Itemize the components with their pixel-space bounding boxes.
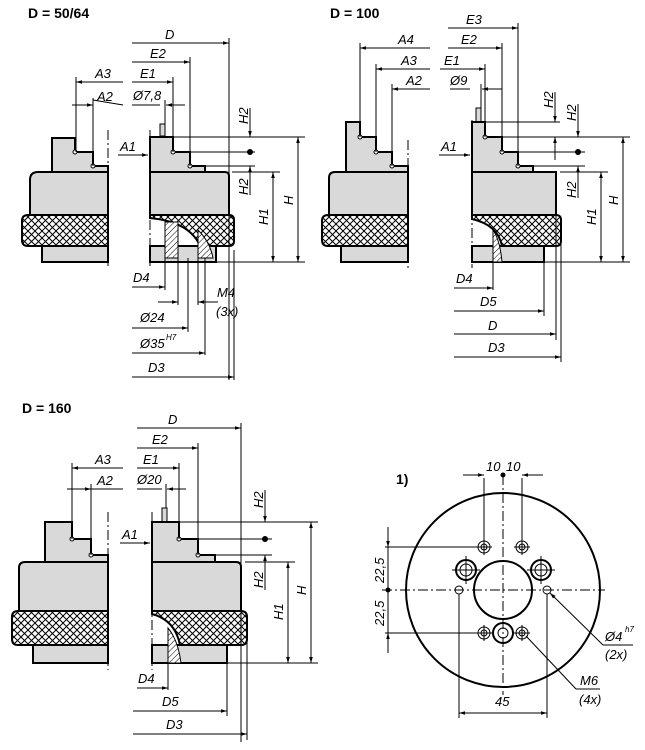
label-d35-tolerance: H7: [166, 333, 177, 342]
label-M4-count: (3x): [216, 304, 238, 319]
label-d35: Ø35: [139, 336, 165, 351]
label-10-right: 10: [506, 459, 521, 474]
view-d100: D = 100 E3: [321, 5, 630, 362]
label-E3: E3: [466, 12, 483, 27]
view-title-d50: D = 50/64: [28, 5, 89, 21]
detail-view: 1) 10 10: [372, 459, 634, 718]
label-E2: E2: [461, 32, 478, 47]
label-pin-hole: Ø4: [604, 629, 622, 644]
label-D4: D4: [138, 671, 155, 686]
label-H1: H1: [271, 603, 286, 620]
label-thread-count: (4x): [579, 692, 601, 707]
label-H2-b: H2: [564, 104, 579, 121]
label-10-left: 10: [486, 459, 501, 474]
label-D5: D5: [162, 694, 179, 709]
label-22-5-top: 22,5: [372, 557, 387, 584]
label-E1: E1: [444, 53, 460, 68]
label-A1: A1: [119, 139, 136, 154]
label-D4: D4: [456, 271, 473, 286]
label-H: H: [606, 195, 621, 205]
label-pin-hole-count: (2x): [605, 647, 627, 662]
right-section-d50: [149, 123, 235, 268]
label-D3: D3: [488, 340, 505, 355]
detail-dims: 10 10 22,5 22,5 45 Ø4 h7 (2x) M6 (4x): [372, 459, 634, 718]
label-pin-dia: Ø9: [449, 73, 467, 88]
label-D4: D4: [133, 270, 150, 285]
dims-top-d100: E3 A4 E2 A3 E1 A2 Ø9 A1: [359, 12, 519, 166]
label-E2: E2: [150, 46, 167, 61]
label-thread: M6: [580, 673, 599, 688]
detail-title: 1): [396, 471, 408, 487]
label-A1: A1: [440, 139, 457, 154]
label-d24: Ø24: [139, 310, 165, 325]
label-H1: H1: [256, 208, 271, 225]
label-H2-bottom: H2: [236, 178, 251, 195]
view-title-d100: D = 100: [330, 5, 380, 21]
dims-height-d160: H2 H2 H1 H: [152, 490, 318, 664]
label-D: D: [168, 412, 177, 427]
label-D: D: [165, 27, 174, 42]
label-H: H: [281, 195, 296, 205]
label-H2-top: H2: [251, 491, 266, 508]
label-D5: D5: [480, 294, 497, 309]
label-A2: A2: [405, 73, 423, 88]
label-H2-a: H2: [541, 91, 556, 108]
label-H: H: [294, 585, 309, 595]
label-pin-dia: Ø20: [136, 472, 162, 487]
label-22-5-bottom: 22,5: [372, 600, 387, 627]
label-E1: E1: [140, 66, 156, 81]
label-E1: E1: [143, 452, 159, 467]
dims-height-d100: H2 H2 H2 H1 H: [472, 91, 630, 263]
label-pin-hole-tol: h7: [625, 625, 634, 634]
label-E2: E2: [152, 432, 169, 447]
label-45: 45: [495, 694, 510, 709]
label-A1: A1: [121, 527, 138, 542]
dims-height-d50: H2 H2 H1 H: [150, 107, 305, 263]
label-A3: A3: [400, 53, 418, 68]
left-profile-d160: [11, 512, 109, 670]
label-pin-dia: Ø7,8: [132, 88, 162, 103]
label-A3: A3: [94, 66, 112, 81]
label-A2: A2: [96, 473, 114, 488]
right-section-d160: [151, 507, 248, 670]
label-H2-c: H2: [564, 181, 579, 198]
label-D3: D3: [166, 717, 183, 732]
view-d160: D = 160 D E2: [11, 400, 318, 742]
view-d50: D = 50/64 D: [21, 5, 305, 380]
label-D3: D3: [148, 360, 165, 375]
view-title-d160: D = 160: [22, 400, 72, 416]
dims-top-d50: D E2 E1 A3 A2 Ø7,8 A1: [72, 27, 230, 380]
left-profile-d100: [321, 121, 409, 268]
dims-bottom-d100: D4 D5 D D3: [454, 215, 562, 362]
label-A3: A3: [94, 452, 112, 467]
dims-bottom-d50: D4 M4 (3x) Ø24 Ø35 H7 D3: [132, 250, 238, 380]
label-H2-top: H2: [236, 107, 251, 124]
dims-top-d160: D E2 E1 A3 A2 Ø20 A1: [67, 412, 242, 742]
label-H1: H1: [584, 208, 599, 225]
label-H2-bottom: H2: [251, 571, 266, 588]
left-profile-d50: [21, 130, 109, 268]
label-A2: A2: [96, 89, 114, 104]
label-A4: A4: [397, 32, 414, 47]
label-M4: M4: [217, 285, 235, 300]
label-D: D: [488, 318, 497, 333]
dims-bottom-d160: D4 D5 D3: [133, 635, 248, 740]
